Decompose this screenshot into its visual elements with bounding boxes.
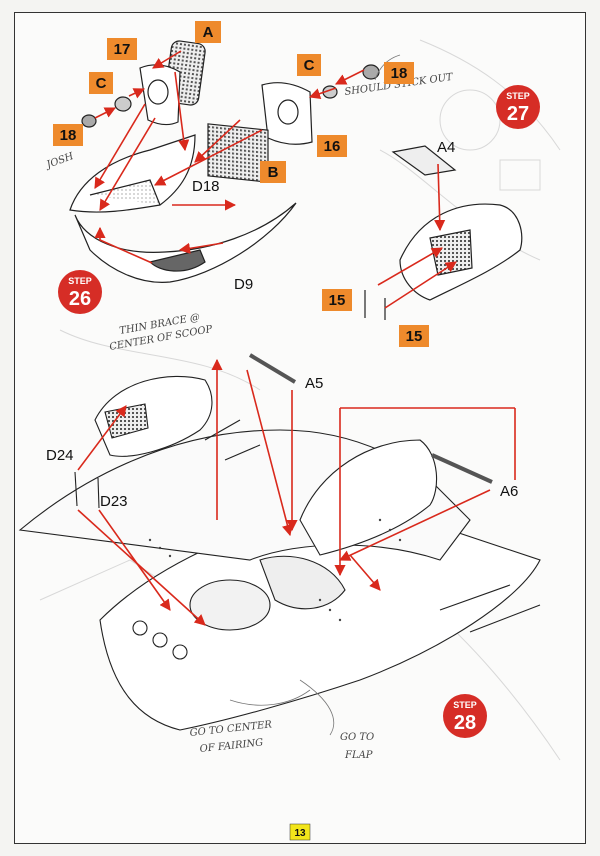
label-d9: D9: [234, 276, 253, 293]
page-number: 13: [289, 823, 311, 841]
svg-text:A: A: [203, 24, 214, 41]
part-label-c-right: C: [297, 54, 321, 76]
label-d23: D23: [100, 493, 128, 510]
note-go-to: GO TO: [340, 732, 374, 743]
note-flap: FLAP: [344, 750, 373, 761]
note-josh: JOSH: [43, 151, 75, 172]
part-label-18-left: 18: [53, 124, 83, 146]
red-guide-lines: [340, 407, 516, 480]
step-badge-27: STEP 27: [496, 85, 540, 129]
svg-text:17: 17: [114, 41, 131, 58]
svg-text:13: 13: [294, 828, 306, 839]
part-label-16: 16: [317, 135, 347, 157]
svg-text:27: 27: [507, 103, 529, 125]
svg-text:C: C: [304, 57, 315, 74]
step-badge-28: STEP 28: [443, 694, 487, 738]
svg-text:STEP: STEP: [68, 276, 92, 286]
svg-text:26: 26: [69, 288, 91, 310]
svg-text:C: C: [96, 75, 107, 92]
svg-text:STEP: STEP: [506, 91, 530, 101]
part-label-a-top: A: [195, 21, 221, 43]
step28-drawing: [18, 353, 541, 731]
svg-text:STEP: STEP: [453, 700, 477, 710]
svg-text:15: 15: [329, 292, 346, 309]
label-a4: A4: [437, 139, 455, 156]
svg-text:16: 16: [324, 138, 341, 155]
note-of-fairing: OF FAIRING: [199, 737, 264, 755]
part-label-b: B: [260, 161, 286, 183]
red-assembly-arrows: [77, 50, 491, 626]
part-label-15-right: 15: [399, 325, 429, 347]
label-d18: D18: [192, 178, 220, 195]
part-label-18-right: 18: [384, 62, 414, 84]
step27-drawing: [207, 64, 523, 320]
label-d24: D24: [46, 447, 74, 464]
svg-text:18: 18: [391, 65, 408, 82]
orange-part-labels: A 17 C 18 C 18: [53, 21, 429, 347]
step26-drawing: [69, 40, 297, 283]
label-a6: A6: [500, 483, 518, 500]
label-a5: A5: [305, 375, 323, 392]
plain-part-labels: D18 D9 A4 A5 A6 D24 D23: [46, 139, 518, 510]
part-label-17: 17: [107, 38, 137, 60]
part-label-c-left: C: [89, 72, 113, 94]
part-label-15-left: 15: [322, 289, 352, 311]
svg-text:B: B: [268, 164, 279, 181]
svg-text:15: 15: [406, 328, 423, 345]
svg-text:18: 18: [60, 127, 77, 144]
svg-text:28: 28: [454, 712, 476, 734]
step-badge-26: STEP 26: [58, 270, 102, 314]
